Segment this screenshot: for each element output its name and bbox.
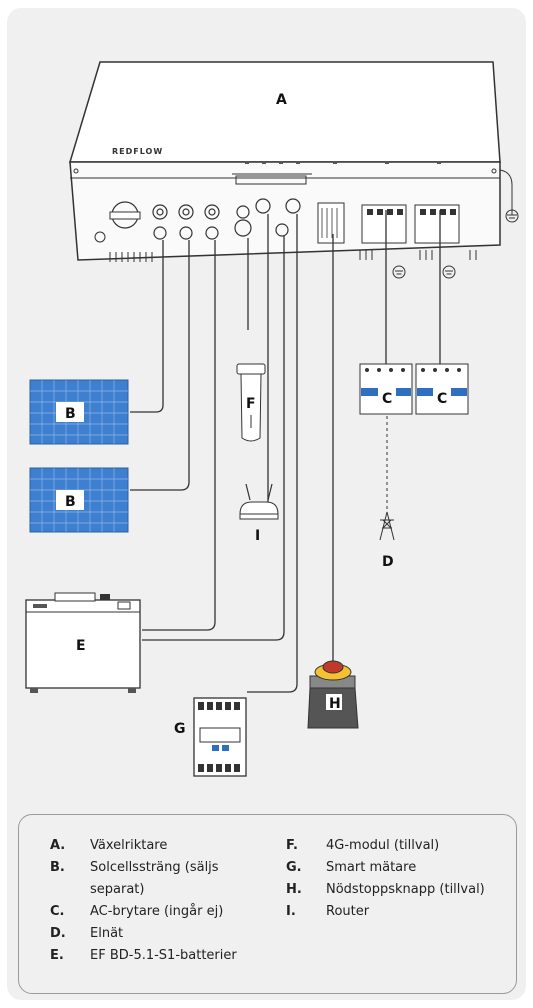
- legend-letter-g: G.: [286, 860, 302, 875]
- 4g-module: F: [236, 363, 266, 442]
- legend-text-h: Nödstoppsknapp (tillval): [326, 882, 485, 897]
- label-i: I: [255, 528, 260, 544]
- legend-text-e: EF BD-5.1-S1-batterier: [90, 948, 237, 963]
- ac-breaker-1: C: [359, 363, 413, 415]
- legend-letter-d: D.: [50, 926, 66, 941]
- brand-text: REDFLOW: [112, 147, 163, 156]
- label-h: H: [329, 696, 341, 712]
- legend-text-f: 4G-modul (tillval): [326, 838, 440, 853]
- utility-grid-icon: [379, 511, 395, 541]
- legend-letter-h: H.: [286, 882, 302, 897]
- label-g: G: [174, 721, 186, 737]
- legend-text-c: AC-brytare (ingår ej): [90, 904, 224, 919]
- legend-letter-e: E.: [50, 948, 64, 963]
- emergency-stop: H: [307, 660, 359, 729]
- wires: [130, 210, 441, 693]
- label-a: A: [276, 92, 287, 108]
- label-f: F: [246, 396, 256, 412]
- label-d: D: [382, 554, 394, 570]
- legend-letter-c: C.: [50, 904, 65, 919]
- ac-breaker-2: C: [415, 363, 469, 415]
- label-b-1: B: [65, 406, 76, 422]
- legend-text-i: Router: [326, 904, 370, 919]
- inverter: REDFLOW: [68, 61, 501, 279]
- earth-ground-icon: [499, 169, 519, 223]
- label-c-2: C: [437, 391, 447, 407]
- label-c-1: C: [382, 391, 392, 407]
- legend-letter-f: F.: [286, 838, 298, 853]
- solar-panel-1: B: [29, 379, 129, 445]
- label-e: E: [76, 638, 86, 654]
- label-b-2: B: [65, 494, 76, 510]
- legend-box: [18, 814, 517, 994]
- solar-panel-2: B: [29, 467, 129, 533]
- legend-letter-i: I.: [286, 904, 296, 919]
- router: I: [239, 483, 279, 544]
- legend-text-b-2: separat): [90, 882, 145, 897]
- smart-meter: G: [174, 697, 247, 777]
- legend-text-b: Solcellssträng (säljs: [90, 860, 219, 875]
- legend-text-d: Elnät: [90, 926, 124, 941]
- legend-text-a: Växelriktare: [90, 838, 168, 853]
- legend-text-g: Smart mätare: [326, 860, 417, 875]
- legend-letter-a: A.: [50, 838, 66, 853]
- legend-letter-b: B.: [50, 860, 65, 875]
- battery: E: [25, 592, 141, 693]
